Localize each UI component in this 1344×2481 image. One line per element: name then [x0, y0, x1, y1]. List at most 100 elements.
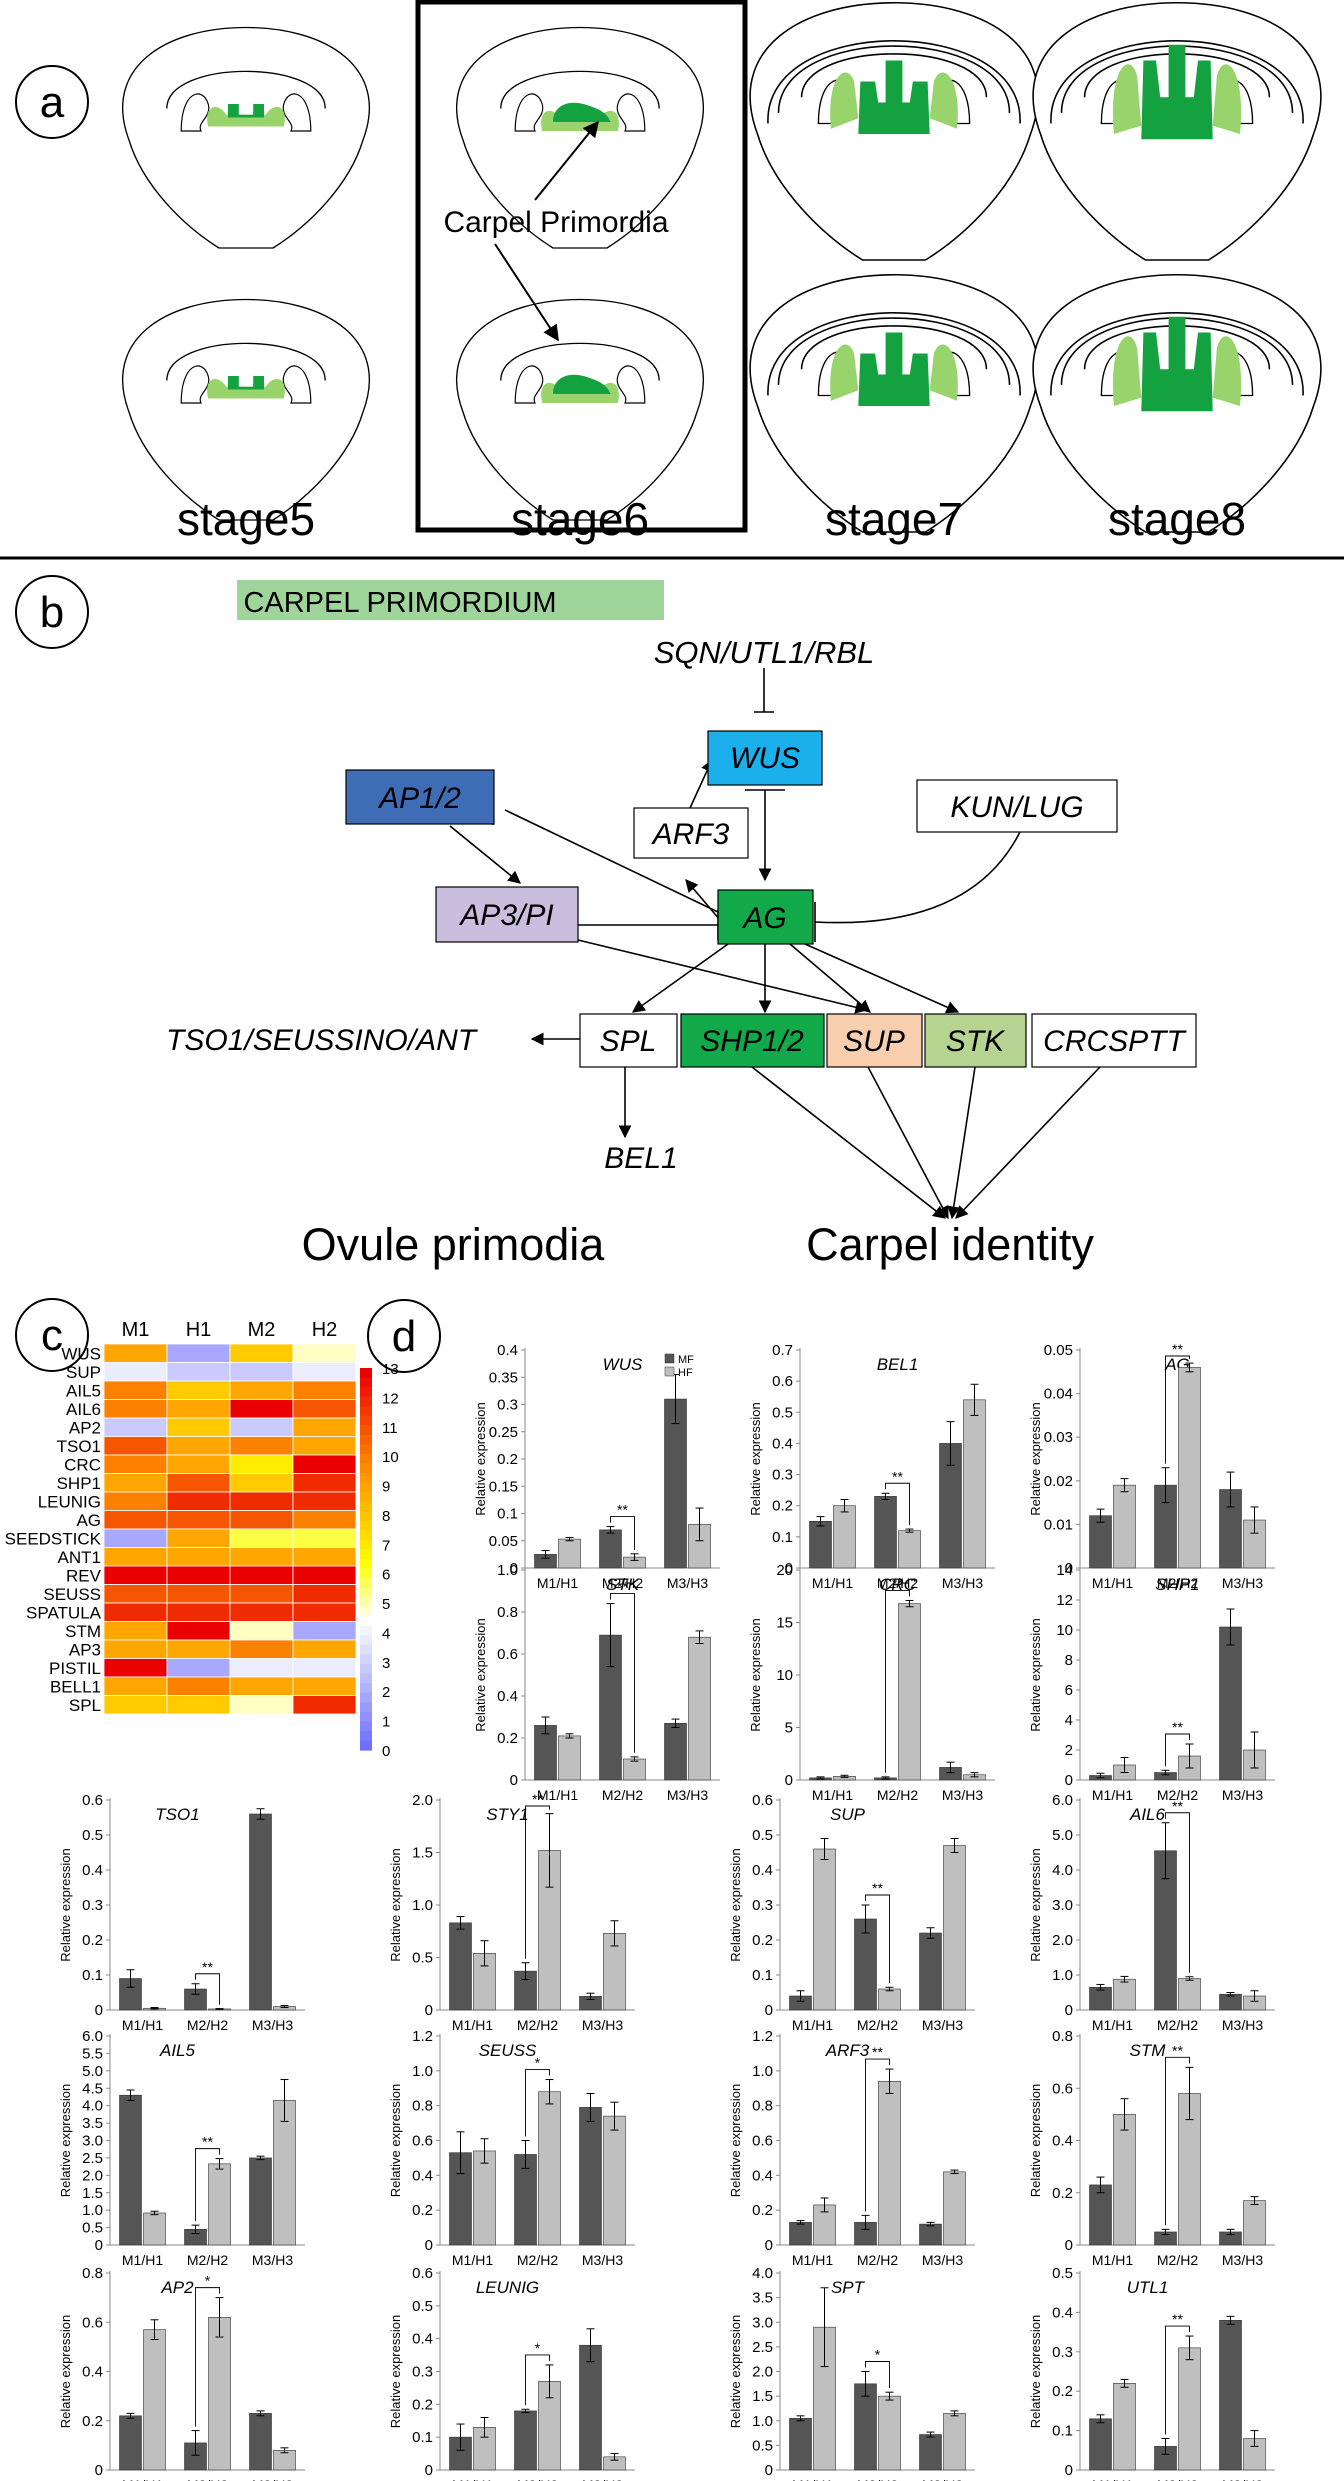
bar-hf — [688, 1636, 711, 1781]
heatmap-row-label: TSO1 — [57, 1437, 101, 1456]
x-tick-label: M2/H2 — [187, 2017, 228, 2033]
y-tick-label: 0.4 — [82, 1862, 103, 1879]
gene-crcsptt: CRCSPTT — [1043, 1025, 1187, 1058]
y-tick-label: 0.3 — [1052, 2344, 1073, 2361]
heatmap-cell — [103, 1491, 168, 1511]
flower — [456, 298, 704, 521]
bar-mf — [919, 2223, 942, 2246]
y-tick-label: 0.2 — [1052, 2383, 1073, 2400]
edge-ag-ap12 — [504, 809, 719, 913]
petal — [180, 93, 210, 132]
significance-mark: ** — [892, 1468, 903, 1484]
bar-hf — [143, 2212, 166, 2246]
x-tick-label: M3/H3 — [252, 2017, 293, 2033]
stamen — [1212, 336, 1242, 406]
significance-bracket — [525, 1805, 550, 1959]
significance-bracket — [1165, 1812, 1190, 1973]
heatmap-cell — [166, 1565, 231, 1585]
y-tick-label: 0 — [95, 2462, 103, 2479]
panel-b-label-circle — [15, 575, 89, 649]
color-scale-segment — [360, 1520, 372, 1531]
heatmap-cell — [166, 1454, 231, 1474]
y-tick-label: 14 — [1056, 1562, 1073, 1579]
y-tick-label: 0.05 — [489, 1533, 518, 1550]
output-carpel-identity: Carpel identity — [806, 1219, 1094, 1270]
significance-mark: ** — [617, 1502, 628, 1518]
sepal-arc — [767, 312, 1021, 396]
heatmap-cell — [229, 1362, 294, 1382]
x-tick-label: M1/H1 — [1092, 2252, 1133, 2268]
heatmap-cell — [292, 1510, 357, 1530]
bar-hf — [1113, 2114, 1136, 2246]
y-tick-label: 0.4 — [1052, 2304, 1073, 2321]
heatmap-cell — [229, 1584, 294, 1604]
heatmap-cell — [292, 1658, 357, 1678]
panel-a-label-circle — [15, 65, 89, 139]
y-tick-label: 0.2 — [752, 2202, 773, 2219]
y-tick-label: 0 — [785, 1772, 793, 1789]
color-scale-segment — [360, 1559, 372, 1570]
bar-mf — [854, 2383, 877, 2471]
x-tick-label: M3/H3 — [1222, 1575, 1263, 1591]
y-tick-label: 6.0 — [1052, 1792, 1073, 1809]
stamen — [929, 72, 958, 129]
gene-box-spl — [579, 1013, 678, 1068]
significance-bracket — [525, 2354, 550, 2406]
heatmap-row-label: LEUNIG — [38, 1492, 101, 1511]
bar-hf — [558, 1538, 581, 1569]
bar-mf — [1089, 1986, 1112, 2011]
significance-mark: ** — [202, 1959, 213, 1975]
carpel-primordium-banner — [237, 580, 664, 620]
heatmap-cell — [166, 1602, 231, 1622]
color-scale-segment — [360, 1683, 372, 1694]
y-tick-label: 2 — [1065, 1742, 1073, 1759]
heatmap-row-label: AG — [76, 1511, 101, 1530]
color-scale-tick: 7 — [382, 1537, 390, 1554]
y-tick-label: 1.0 — [412, 2063, 433, 2080]
y-tick-label: 0.6 — [752, 2133, 773, 2150]
panel-b-label: b — [40, 588, 64, 637]
significance-mark: * — [205, 2273, 211, 2289]
x-tick-label: M2/H2 — [187, 2477, 228, 2481]
y-tick-label: 0 — [1065, 2002, 1073, 2019]
output-ovule-primordia: Ovule primodia — [302, 1219, 606, 1270]
color-scale-segment — [360, 1453, 372, 1465]
y-tick-label: 3.0 — [752, 2314, 773, 2331]
sepal-arc — [500, 342, 660, 381]
x-tick-label: M3/H3 — [1222, 2252, 1263, 2268]
bar-hf — [558, 1735, 581, 1781]
carpel-primordium — [553, 374, 611, 394]
significance-mark: ** — [1172, 1798, 1183, 1814]
carpel-primordium-banner-text: CARPEL PRIMORDIUM — [243, 587, 556, 619]
bar-hf — [1113, 1978, 1136, 2011]
chart-title: SEUSS — [479, 2041, 537, 2060]
flower — [1032, 1, 1322, 261]
heatmap-cell — [229, 1510, 294, 1530]
y-tick-label: 0.5 — [82, 2220, 103, 2237]
y-axis-label: Relative expression — [58, 2315, 73, 2428]
heatmap-cell — [166, 1491, 231, 1511]
gene-ag: AG — [741, 902, 786, 935]
significance-mark: ** — [202, 2134, 213, 2150]
y-tick-label: 0.2 — [82, 1932, 103, 1949]
flower — [1032, 273, 1322, 533]
bar-mf — [599, 1529, 622, 1569]
y-tick-label: 1.0 — [752, 2063, 773, 2080]
panel-b: b CARPEL PRIMORDIUM — [15, 575, 1197, 1270]
callout-arrow-bottom — [494, 243, 559, 342]
x-tick-label: M3/H3 — [667, 1787, 708, 1803]
gene-stk: STK — [946, 1025, 1006, 1058]
bar-mf — [664, 1723, 687, 1781]
heatmap-cell — [166, 1639, 231, 1659]
bar-mf — [119, 2415, 142, 2471]
heatmap-cell — [229, 1417, 294, 1437]
heatmap-cell — [103, 1584, 168, 1604]
heatmap-cell — [103, 1510, 168, 1530]
gene-ap12: AP1/2 — [377, 782, 461, 815]
bar-mf — [1219, 1626, 1242, 1781]
color-scale-tick: 0 — [382, 1743, 390, 1760]
